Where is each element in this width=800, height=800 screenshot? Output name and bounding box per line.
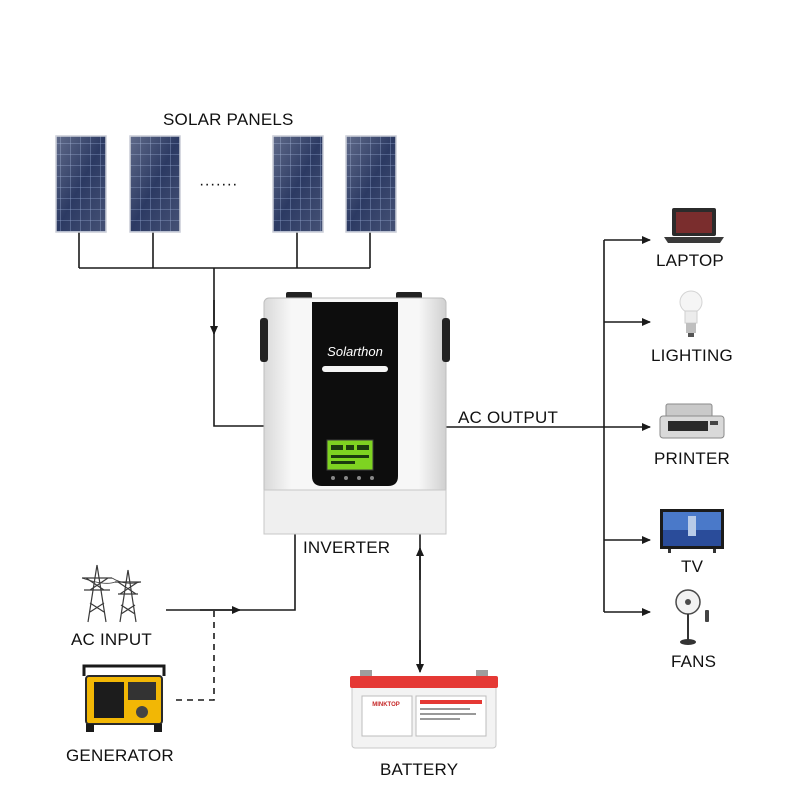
- load-label-laptop: LAPTOP: [656, 251, 724, 270]
- more-panels-ellipsis: ·······: [199, 176, 238, 193]
- laptop-icon: [664, 208, 724, 243]
- ac-output-label: AC OUTPUT: [458, 408, 559, 427]
- generator-dashed-line: [176, 610, 215, 701]
- tv-icon: [660, 509, 724, 553]
- load-label-lighting: LIGHTING: [651, 346, 733, 365]
- battery-brand-logo: MINKTOP: [372, 702, 400, 708]
- load-label-fans: FANS: [671, 652, 717, 671]
- solar-panel-2: [129, 135, 181, 233]
- inverter-brand-logo: Solarthon: [327, 344, 383, 359]
- load-label-printer: PRINTER: [654, 449, 731, 468]
- light-bulb-icon: [679, 290, 703, 337]
- printer-icon: [659, 403, 725, 439]
- solar-panel-4: [345, 135, 397, 233]
- ac-input-label: AC INPUT: [71, 630, 152, 649]
- solar-panel-1: [55, 135, 107, 233]
- solar-panel-3: [272, 135, 324, 233]
- solar-panels-label: SOLAR PANELS: [163, 110, 294, 129]
- battery-label: BATTERY: [380, 760, 459, 779]
- solar-bus-line: [78, 232, 371, 269]
- fan-icon: [675, 589, 709, 645]
- load-label-tv: TV: [681, 557, 704, 576]
- inverter-label: INVERTER: [303, 538, 391, 557]
- generator-label: GENERATOR: [66, 746, 174, 765]
